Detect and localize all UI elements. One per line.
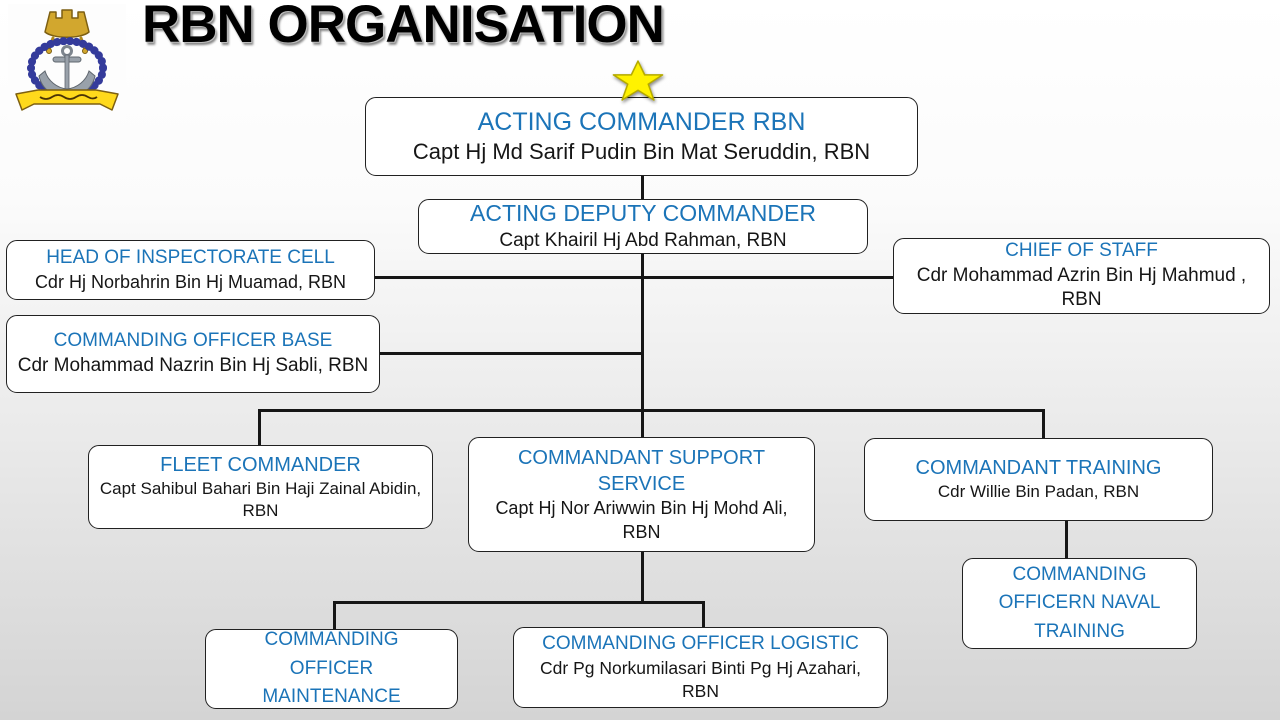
org-node-commanding-officer-maintenance: COMMANDING OFFICER MAINTENANCE <box>205 629 458 709</box>
node-title: COMMANDING OFFICER MAINTENANCE <box>262 629 401 708</box>
node-name: Capt Hj Md Sarif Pudin Bin Mat Seruddin,… <box>412 139 871 165</box>
node-name: Cdr Mohammad Azrin Bin Hj Mahmud , RBN <box>916 264 1247 311</box>
org-node-fleet-commander: FLEET COMMANDER Capt Sahibul Bahari Bin … <box>88 445 433 529</box>
connector-stub-logistic <box>702 601 705 628</box>
org-node-commandant-training: COMMANDANT TRAINING Cdr Willie Bin Padan… <box>864 438 1213 521</box>
connector-stub-fleet <box>258 409 261 446</box>
org-node-commanding-officer-base: COMMANDING OFFICER BASE Cdr Mohammad Naz… <box>6 315 380 393</box>
gold-star-icon <box>611 60 665 101</box>
node-name: Capt Khairil Hj Abd Rahman, RBN <box>499 230 787 252</box>
org-node-commanding-officer-logistic: COMMANDING OFFICER LOGISTIC Cdr Pg Norku… <box>513 627 888 708</box>
org-node-acting-commander-rbn: ACTING COMMANDER RBN Capt Hj Md Sarif Pu… <box>365 97 918 176</box>
node-name: Capt Sahibul Bahari Bin Haji Zainal Abid… <box>99 478 422 520</box>
page-title: RBN ORGANISATION <box>142 0 665 54</box>
node-title: HEAD OF INSPECTORATE CELL <box>46 246 335 268</box>
node-title: ACTING COMMANDER RBN <box>477 107 806 136</box>
connector-deputy-trunk <box>641 253 644 437</box>
org-node-commanding-officer-naval-training: COMMANDING OFFICERN NAVAL TRAINING <box>962 558 1197 649</box>
connector-training-naval <box>1065 520 1068 559</box>
rbn-crest-logo <box>8 4 126 120</box>
connector-stub-training <box>1042 409 1045 439</box>
node-title: CHIEF OF STAFF <box>1005 239 1158 261</box>
org-node-head-inspectorate-cell: HEAD OF INSPECTORATE CELL Cdr Hj Norbahr… <box>6 240 375 300</box>
connector-inspectorate-chief <box>375 276 893 279</box>
connector-bottom-row <box>333 601 705 604</box>
node-name: Cdr Hj Norbahrin Bin Hj Muamad, RBN <box>34 271 347 292</box>
connector-commander-deputy <box>641 176 644 200</box>
node-title: COMMANDANT SUPPORT SERVICE <box>517 447 766 496</box>
org-node-chief-of-staff: CHIEF OF STAFF Cdr Mohammad Azrin Bin Hj… <box>893 238 1270 314</box>
connector-mid-row <box>258 409 1044 412</box>
connector-stub-maintenance <box>333 601 336 630</box>
node-name: Cdr Willie Bin Padan, RBN <box>937 482 1140 502</box>
node-title: ACTING DEPUTY COMMANDER <box>470 200 816 227</box>
node-title: COMMANDANT TRAINING <box>915 457 1162 480</box>
node-title: COMMANDING OFFICER LOGISTIC <box>542 633 859 655</box>
node-name: Cdr Mohammad Nazrin Bin Hj Sabli, RBN <box>17 355 369 376</box>
node-title: FLEET COMMANDER <box>160 453 361 476</box>
org-node-commandant-support-service: COMMANDANT SUPPORT SERVICE Capt Hj Nor A… <box>468 437 815 552</box>
org-node-acting-deputy-commander: ACTING DEPUTY COMMANDER Capt Khairil Hj … <box>418 199 868 254</box>
connector-base-trunk <box>380 352 642 355</box>
node-title: COMMANDING OFFICER BASE <box>53 330 333 352</box>
connector-support-trunk <box>641 551 644 603</box>
rbn-crest-graphic <box>8 4 126 120</box>
node-name: Cdr Pg Norkumilasari Binti Pg Hj Azahari… <box>540 658 861 701</box>
node-name: Capt Hj Nor Ariwwin Bin Hj Mohd Ali, RBN <box>495 498 788 542</box>
node-title: COMMANDING OFFICERN NAVAL TRAINING <box>998 563 1161 642</box>
